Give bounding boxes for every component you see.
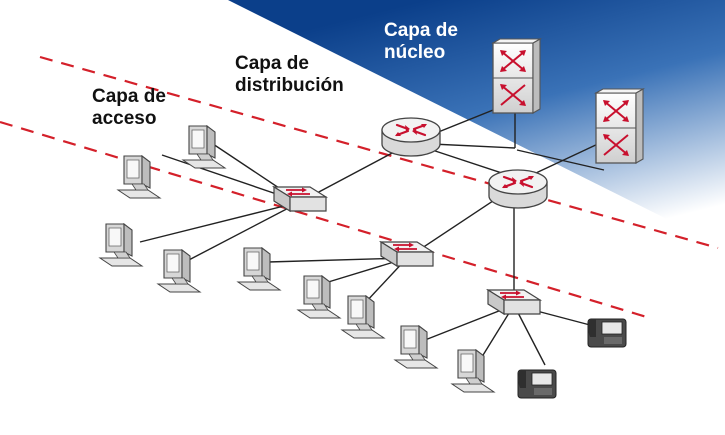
access-switch-right-icon (487, 289, 541, 315)
pc-icon-4 (157, 249, 201, 293)
core-multilayer-switch-right-icon (595, 88, 644, 164)
core-layer-label: Capa de núcleo (384, 20, 458, 64)
pc-icon-3 (99, 223, 143, 267)
pc-icon-7 (341, 295, 385, 339)
core-layer-label-line1: Capa de (384, 20, 458, 41)
pc-icon-8 (394, 325, 438, 369)
distribution-layer-label: Capa de distribución (235, 53, 344, 97)
access-layer-label-line1: Capa de (92, 86, 166, 107)
pc-icon-9 (451, 349, 495, 393)
distribution-router-upper-icon (380, 116, 442, 158)
access-layer-label: Capa de acceso (92, 86, 166, 130)
distribution-layer-label-line1: Capa de (235, 53, 309, 74)
access-distribution-boundary-line (0, 120, 651, 320)
pc-icon-5 (237, 247, 281, 291)
ip-phone-icon-2 (517, 369, 557, 399)
access-layer-label-line2: acceso (92, 108, 157, 129)
pc-icon-2 (117, 155, 161, 199)
distribution-layer-label-line2: distribución (235, 75, 344, 96)
distribution-router-lower-icon (487, 168, 549, 210)
pc-icon-6 (297, 275, 341, 319)
distribution-core-boundary-line (39, 55, 719, 250)
ip-phone-icon-1 (587, 318, 627, 348)
core-layer-label-line2: núcleo (384, 42, 446, 63)
core-layer-background (228, 0, 725, 248)
core-multilayer-switch-left-icon (492, 38, 541, 114)
